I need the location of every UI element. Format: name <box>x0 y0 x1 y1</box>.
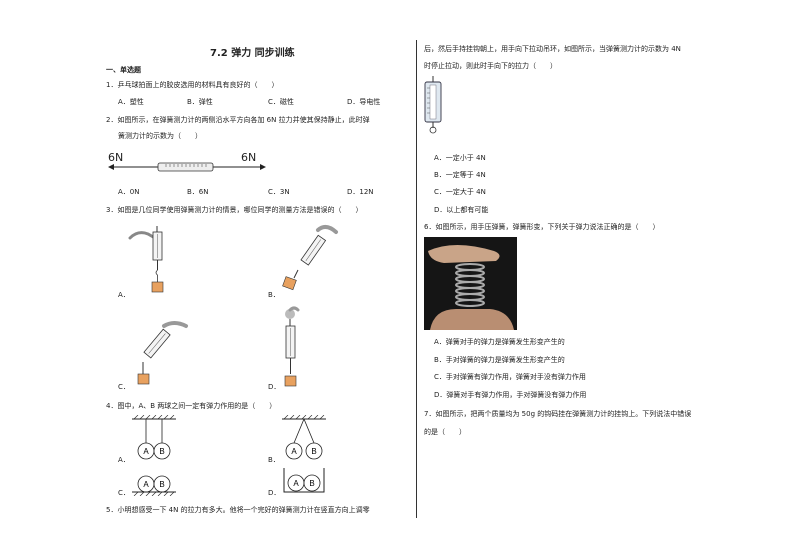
question-2-stem-line1: 2．如图所示，在弹簧测力计的两侧沿水平方向各加 6N 拉力并使其保持静止，此时弹 <box>106 116 370 124</box>
ball-a-label: A <box>143 447 149 456</box>
question-6-option-c[interactable]: C．手对弹簧有弹力作用，弹簧对手没有弹力作用 <box>434 373 586 381</box>
question-4-stem: 4．图中，A、B 两球之间一定有弹力作用的是（ ） <box>106 402 277 410</box>
question-4-option-a[interactable]: A． <box>118 456 130 464</box>
resting-balls-figure-c: A B <box>132 475 176 496</box>
ball-b-label: B <box>311 447 316 456</box>
hand-pressing-spring-photo <box>424 237 517 330</box>
hanging-balls-figure-a: A B <box>132 415 176 460</box>
spring-scale-figure-a <box>128 226 164 293</box>
question-6-option-d[interactable]: D．弹簧对手有弹力作用，手对弹簧没有弹力作用 <box>434 391 587 399</box>
question-1-option-c[interactable]: C．磁性 <box>268 98 294 106</box>
question-7-stem-line1: 7．如图所示，把两个质量均为 50g 的钩码挂在弹簧测力计的挂钩上。下列说法中错… <box>424 410 692 418</box>
hanging-balls-figure-b: A B <box>282 415 326 460</box>
ball-a-label: A <box>293 479 299 488</box>
ball-a-label: A <box>291 447 297 456</box>
spring-scale-figure-d <box>284 306 300 387</box>
question-6-stem: 6．如图所示，用手压弹簧，弹簧形变，下列关于弹力说法正确的是（ ） <box>424 223 660 231</box>
question-1-option-a[interactable]: A．塑性 <box>118 98 144 106</box>
section-heading: 一、单选题 <box>106 66 141 74</box>
question-5-option-a[interactable]: A．一定小于 4N <box>434 154 486 162</box>
question-4-option-d[interactable]: D． <box>268 489 281 497</box>
question-5-stem-line1: 5．小明想感受一下 4N 的拉力有多大。他将一个完好的弹簧测力计在竖直方向上调零 <box>106 506 370 514</box>
question-3-option-b[interactable]: B． <box>268 291 280 299</box>
question-3-option-c[interactable]: C． <box>118 383 130 391</box>
horizontal-spring-scale-figure <box>108 162 266 172</box>
ball-a-label: A <box>143 480 149 489</box>
question-6-option-b[interactable]: B．手对弹簧的弹力是弹簧发生形变产生的 <box>434 356 565 364</box>
question-6-option-a[interactable]: A．弹簧对手的弹力是弹簧发生形变产生的 <box>434 338 565 346</box>
question-2-stem-line2: 簧测力计的示数为（ ） <box>118 132 202 140</box>
page-title: 7.2 弹力 同步训练 <box>210 48 295 59</box>
question-2-option-a[interactable]: A．0N <box>118 188 140 196</box>
question-3-stem: 3．如图是几位同学使用弹簧测力计的情景，哪位同学的测量方法是错误的（ ） <box>106 206 363 214</box>
force-label-right: 6N <box>241 151 257 164</box>
question-7-stem-line2: 的是（ ） <box>424 428 466 436</box>
question-2-option-d[interactable]: D．12N <box>347 188 374 196</box>
column-divider <box>416 40 417 518</box>
ball-b-label: B <box>309 479 314 488</box>
question-3-option-a[interactable]: A． <box>118 291 130 299</box>
question-3-option-d[interactable]: D． <box>268 383 281 391</box>
question-5-option-b[interactable]: B．一定等于 4N <box>434 171 486 179</box>
question-1-option-b[interactable]: B．弹性 <box>187 98 213 106</box>
spring-scale-figure-b <box>282 225 338 291</box>
question-4-option-b[interactable]: B． <box>268 456 280 464</box>
question-1-option-d[interactable]: D．导电性 <box>347 98 381 106</box>
question-5-stem-line3: 时停止拉动，则此时手向下的拉力（ ） <box>424 62 557 70</box>
spring-scale-figure-c <box>137 321 188 385</box>
container-balls-figure-d: A B <box>283 468 325 493</box>
force-label-left: 6N <box>108 151 124 164</box>
question-4-option-c[interactable]: C． <box>118 489 130 497</box>
question-5-option-d[interactable]: D．以上都有可能 <box>434 206 489 214</box>
question-5-stem-line2: 后，然后手持挂钩朝上，用手向下拉动吊环，如图所示，当弹簧测力计的示数为 4N <box>424 45 681 53</box>
question-2-option-c[interactable]: C．3N <box>268 188 290 196</box>
ball-b-label: B <box>159 447 164 456</box>
inverted-spring-scale-figure <box>424 76 442 134</box>
question-1-stem: 1．乒乓球拍面上的胶皮选用的材料具有良好的（ ） <box>106 81 279 89</box>
question-2-option-b[interactable]: B．6N <box>187 188 209 196</box>
ball-b-label: B <box>159 480 164 489</box>
question-5-option-c[interactable]: C．一定大于 4N <box>434 188 486 196</box>
